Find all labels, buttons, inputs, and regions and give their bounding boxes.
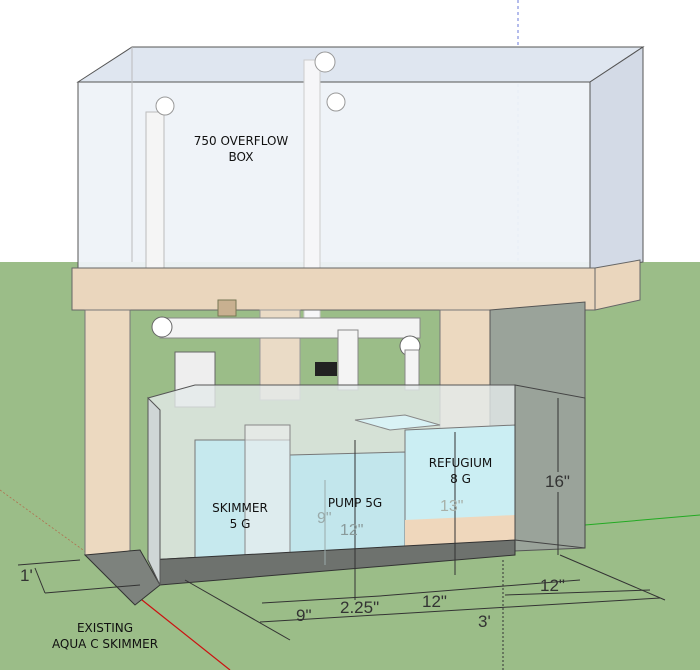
overflow-box-label: 750 OVERFLOW BOX [193,134,289,164]
dim-water-pump: 12" [340,522,364,539]
dim-water-refugium: 13" [440,498,464,515]
dim-depth: 1' [20,566,33,585]
dim-total-width: 3' [478,612,491,631]
overflow-pipe-left [145,111,165,283]
dim-water-skimmer: 9" [317,510,332,527]
dim-baffle-gap: 2.25" [340,598,380,617]
green-axis [584,514,700,526]
red-axis [136,595,231,670]
stand-leg-left [84,309,131,556]
skimmer-section-label: SKIMMER 5 G [212,501,268,531]
pump-section-label: PUMP 5G [327,496,383,510]
refugium-section-label: REFUGIUM 8 G [428,456,493,486]
dim-sump-height: 16" [545,472,570,492]
ball-valve [315,362,337,376]
red-axis-dashed [0,489,91,556]
dim-pump-width: 12" [422,592,447,611]
dim-refugium-width: 12" [540,576,565,595]
dim-skimmer-width: 9" [296,606,312,625]
sump [83,384,586,606]
existing-skimmer-label: EXISTING AQUA C SKIMMER [51,621,159,651]
display-tank [76,46,645,321]
dimension-lines [17,398,666,670]
